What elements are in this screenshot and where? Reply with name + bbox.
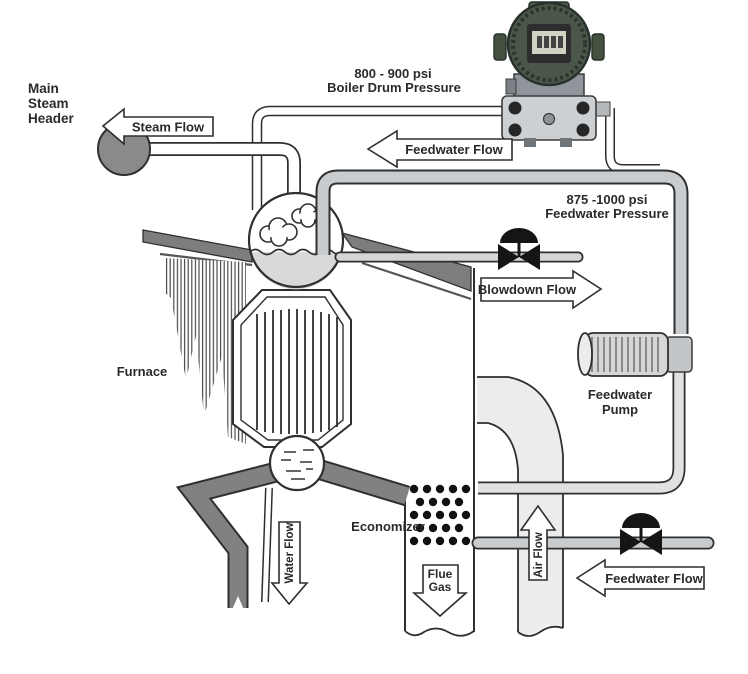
transmitter-lcd-digits <box>537 36 563 48</box>
feedwater-pump-line1: Feedwater <box>588 387 652 402</box>
flue-gas-arrow: Flue Gas <box>411 564 469 618</box>
transmitter-drain-left <box>524 138 536 147</box>
transmitter-knurl-ring <box>511 6 587 82</box>
main-steam-header-label: Main Steam Header <box>28 81 75 126</box>
transmitter-drain-right <box>560 138 572 147</box>
air-flow-label: Air Flow <box>533 532 545 577</box>
boiler-tubes <box>256 309 338 434</box>
steam-flow-arrow: Steam Flow <box>101 107 214 146</box>
transmitter-right-lug <box>591 33 605 61</box>
pressure-transmitter <box>493 1 611 147</box>
flue-gas-label-line1: Flue <box>428 567 453 581</box>
blowdown-flow-label: Blowdown Flow <box>478 282 577 297</box>
feedwater-pump-line2: Pump <box>602 402 638 417</box>
impulse-line-drum-pressure <box>251 105 522 210</box>
feedwater-valve <box>620 513 662 555</box>
feedwater-flow-top-label: Feedwater Flow <box>405 142 503 157</box>
valve-actuator-dome <box>500 228 538 243</box>
transmitter-center-boss <box>542 112 556 126</box>
mud-drum <box>268 434 326 492</box>
pump-ribs <box>591 337 659 372</box>
flue-gas-duct <box>404 268 475 637</box>
feedwater-flow-top-arrow: Feedwater Flow <box>366 129 513 169</box>
feedwater-pressure-value: 875 -1000 psi <box>567 192 648 207</box>
air-duct <box>477 376 564 637</box>
feedwater-flow-bottom-arrow: Feedwater Flow <box>575 558 705 598</box>
feedwater-flow-bottom-label: Feedwater Flow <box>605 571 703 586</box>
blowdown-flow-arrow: Blowdown Flow <box>478 269 603 310</box>
steam-cloud-icon <box>259 203 324 247</box>
valve-actuator-dome <box>622 513 660 528</box>
main-steam-header-line3: Header <box>28 111 75 126</box>
boiler-tube-bank <box>232 289 352 448</box>
steam-flow-label: Steam Flow <box>132 120 205 135</box>
water-pipe <box>261 487 273 603</box>
main-steam-header-line2: Steam <box>28 96 69 111</box>
transmitter-bolts <box>508 101 590 137</box>
boiler-drum-pressure-value: 800 - 900 psi <box>354 66 431 81</box>
feedwater-pump <box>577 332 693 377</box>
steam-pipe <box>148 142 301 205</box>
feedwater-pipe-top <box>315 169 689 334</box>
feedwater-pressure-text: Feedwater Pressure <box>545 206 669 221</box>
feedwater-pump-label: Feedwater Pump <box>588 387 652 417</box>
downcomer-right <box>304 455 411 507</box>
water-flow-label: Water Flow <box>284 522 296 583</box>
air-flow-arrow: Air Flow <box>519 504 557 581</box>
impulse-line-feedwater-pressure <box>605 108 660 174</box>
furnace-roof-right <box>340 231 472 301</box>
mud-drum-water-marks <box>281 449 314 480</box>
feedwater-pressure-label: 875 -1000 psi Feedwater Pressure <box>545 192 669 221</box>
boiler-drum-pressure-label: 800 - 900 psi Boiler Drum Pressure <box>327 66 461 95</box>
downcomer-left <box>175 459 287 619</box>
economizer-label: Economizer <box>351 519 425 534</box>
furnace-hatching <box>164 258 246 444</box>
furnace-label: Furnace <box>117 364 168 379</box>
economizer-outlet-pipe <box>478 372 686 495</box>
main-steam-header-line1: Main <box>28 81 59 96</box>
transmitter-neck-nub <box>505 78 517 95</box>
boiler-drum-pressure-text: Boiler Drum Pressure <box>327 80 461 95</box>
water-flow-arrow: Water Flow <box>270 521 309 606</box>
transmitter-left-lug <box>493 33 507 61</box>
flue-gas-label-line2: Gas <box>429 580 452 594</box>
economizer-tubes-dots <box>409 484 471 546</box>
blowdown-valve <box>498 228 540 270</box>
downcomer-fishtail-notch <box>228 596 248 619</box>
